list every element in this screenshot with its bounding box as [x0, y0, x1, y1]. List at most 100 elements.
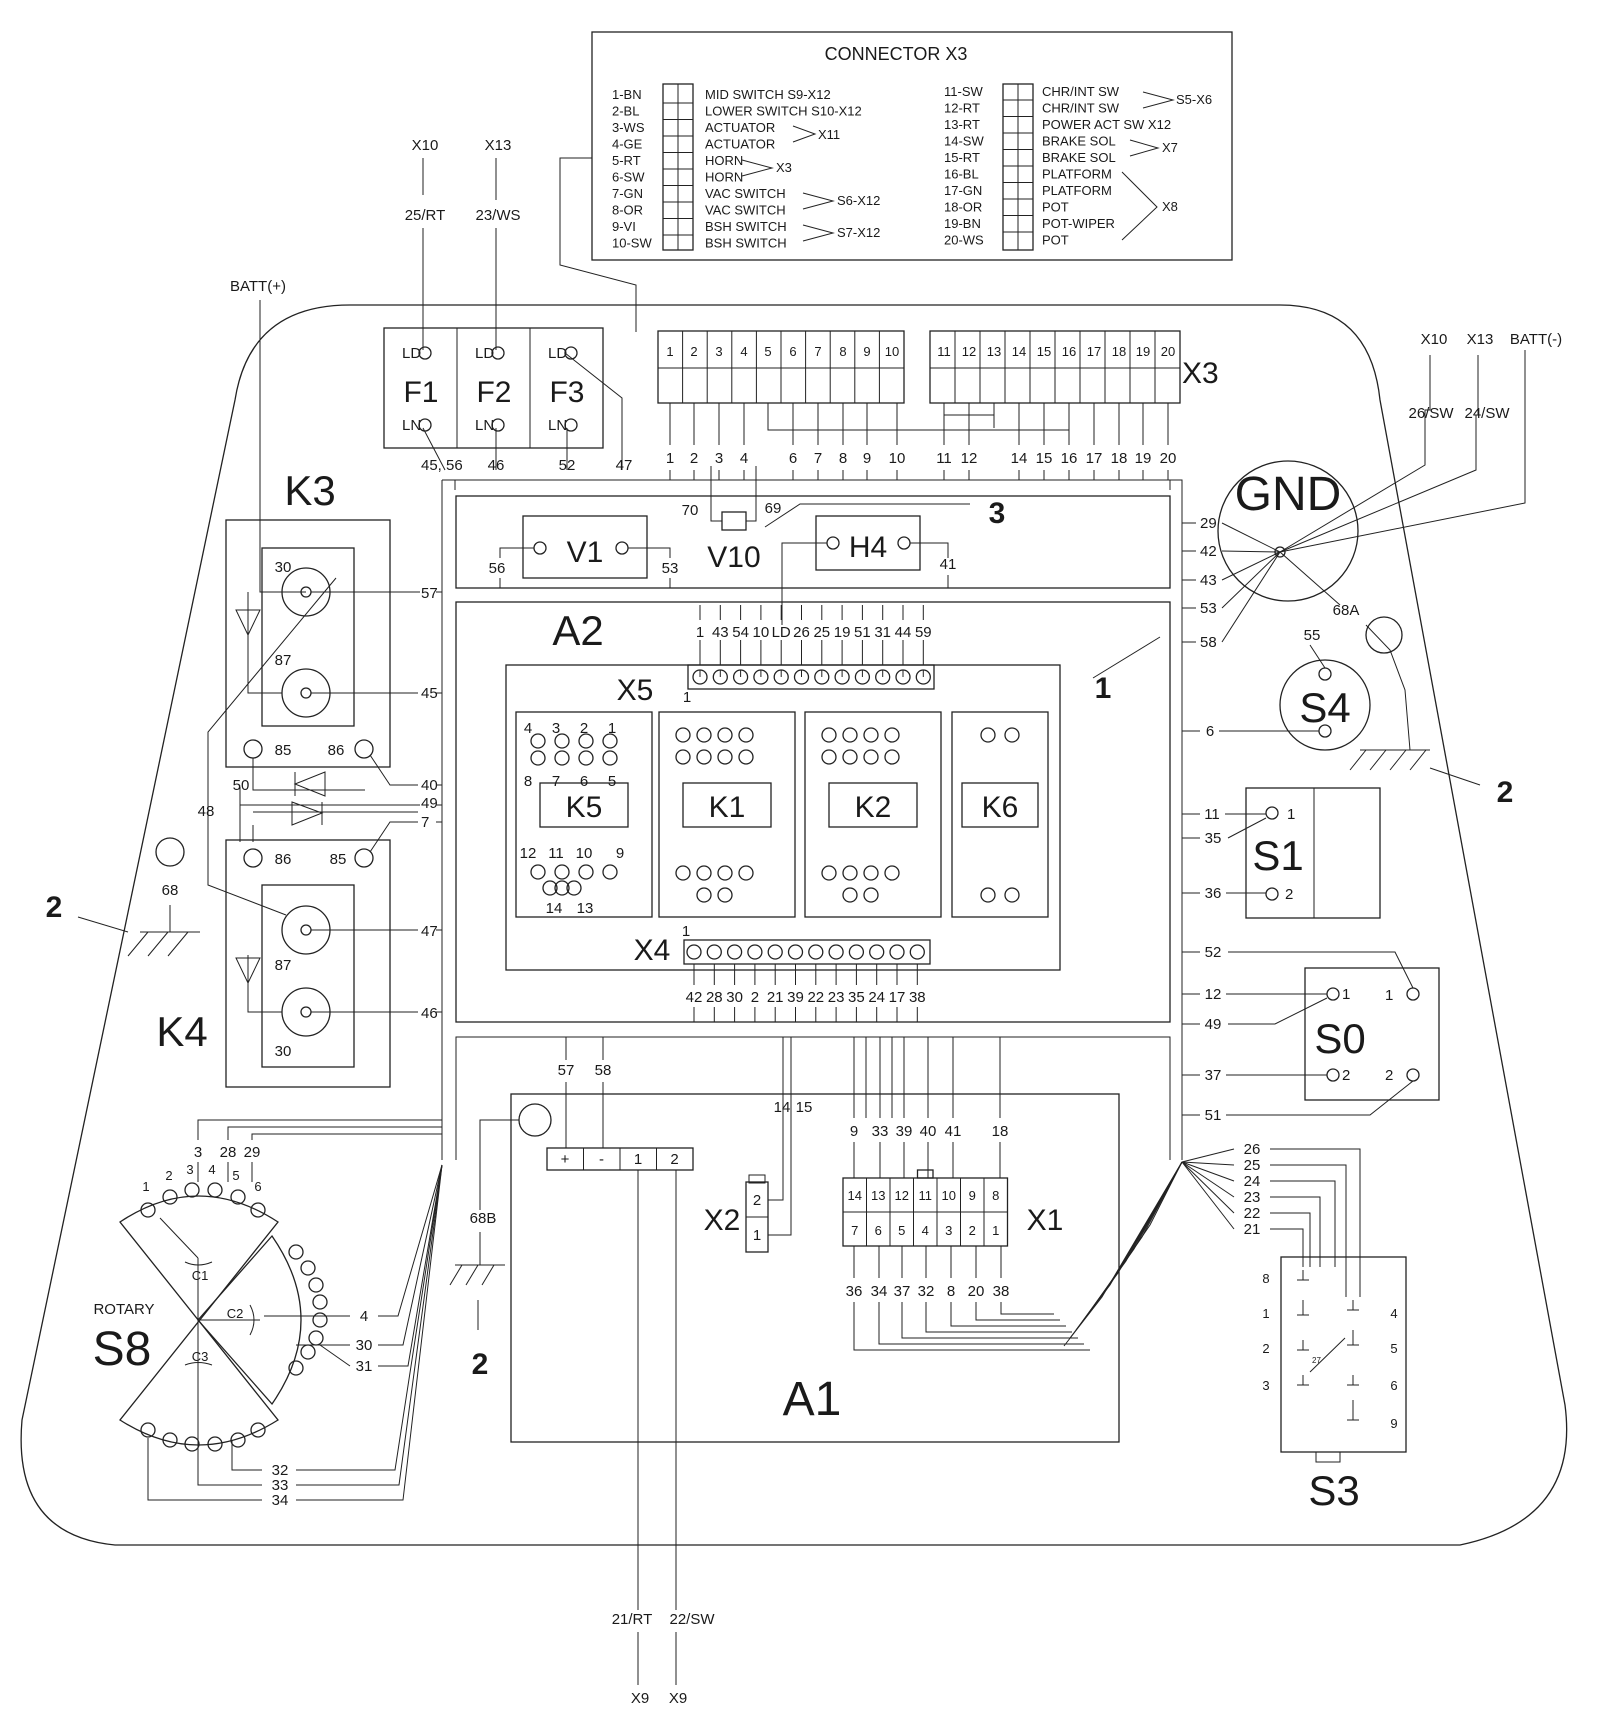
k4-pin-86: 86 [275, 851, 292, 868]
legend-right-label-12: CHR/INT SW [1042, 101, 1120, 116]
legend-left-label-3: ACTUATOR [705, 120, 775, 135]
s8-right-wire-31: 31 [356, 1358, 373, 1375]
x1-bot-wire-37 [901, 1302, 1078, 1339]
relay-k1-socket [658, 711, 796, 918]
a1-wire-15: 15 [796, 1099, 813, 1116]
legend-left-label-6: HORN [705, 170, 743, 185]
s8-contact [288, 1244, 304, 1260]
x3-pin-19: 19 [1136, 344, 1150, 359]
x1-bot-wire-32 [925, 1302, 1072, 1333]
x5-wire-44: 44 [895, 624, 912, 641]
legend-right-pin-12: 12-RT [944, 101, 980, 116]
group-x3: X3 [776, 160, 792, 175]
s1-pin-1: 1 [1287, 806, 1295, 823]
s3-wire-26: 26 [1244, 1141, 1261, 1158]
x3-pin-13: 13 [987, 344, 1001, 359]
x1-pin-b2: 2 [969, 1223, 976, 1238]
a1-out-21rt: 21/RT [612, 1611, 653, 1628]
s8-contact [162, 1432, 178, 1448]
fuse-f3-ln: LN [548, 417, 567, 434]
legend-left-pin-1: 1-BN [612, 87, 642, 102]
k5-pin-13: 13 [577, 900, 594, 917]
s8-right-fan-4 [378, 1164, 443, 1317]
legend-right-label-11: CHR/INT SW [1042, 84, 1120, 99]
x3-wire-label-19: 19 [1135, 450, 1152, 467]
x1-top-wire-33: 33 [872, 1123, 889, 1140]
x1-pin-14: 14 [848, 1188, 862, 1203]
x1-fan-wire [1087, 1161, 1183, 1315]
k5-pin-6: 6 [580, 773, 588, 790]
a1-wire-58: 58 [595, 1062, 612, 1079]
x4-wire-38: 38 [909, 989, 926, 1006]
s3-wire-21: 21 [1244, 1221, 1261, 1238]
relay-pin-hole [842, 865, 858, 881]
s8-bottom-wire-33: 33 [272, 1477, 289, 1494]
s3-fan-wire [1181, 1161, 1235, 1214]
s0-wire-49: 49 [1205, 1016, 1222, 1033]
x3-pin-3: 3 [715, 344, 722, 359]
x4-wire-21: 21 [767, 989, 784, 1006]
gnd-wire-58: 58 [1200, 634, 1217, 651]
x3-pin-15: 15 [1037, 344, 1051, 359]
a2-panel [455, 601, 1171, 1023]
x4-pin [686, 944, 702, 960]
x10-top-label: X10 [412, 137, 439, 154]
relay-k2-label: K2 [855, 791, 892, 824]
legend-right-label-14: BRAKE SOL [1042, 134, 1116, 149]
x1-bot-wire-36 [853, 1302, 1090, 1351]
gnd-68a: 68A [1333, 602, 1360, 619]
v1-label: V1 [567, 536, 604, 569]
k3-wire-40: 40 [421, 777, 438, 794]
callout-2-bottom: 2 [472, 1348, 489, 1381]
relay-k1-label: K1 [709, 791, 746, 824]
s8-bottom-fan-33 [296, 1164, 443, 1486]
x1-pin-b7: 7 [851, 1223, 858, 1238]
wire-26sw: 26/SW [1408, 405, 1454, 422]
legend-left-label-10: BSH SWITCH [705, 236, 787, 251]
s1-pin-2: 2 [1285, 886, 1293, 903]
s0-pin-1r: 1 [1385, 987, 1393, 1004]
s3-fan-wire [1181, 1161, 1235, 1166]
x3-wire-label-7: 7 [814, 450, 822, 467]
x3-wire-label-14: 14 [1011, 450, 1028, 467]
s3-wire [1270, 1148, 1361, 1297]
callout-1: 1 [1095, 672, 1112, 705]
s8-c1: C1 [192, 1268, 209, 1283]
a1-terminal-4: 2 [670, 1151, 678, 1168]
x13-top-label: X13 [485, 137, 512, 154]
k5-pin-4: 4 [524, 720, 532, 737]
x5-wire-54: 54 [732, 624, 749, 641]
legend-right-pin-16: 16-BL [944, 167, 979, 182]
v1-wire-53: 53 [662, 560, 679, 577]
relay-k4: 86 85 7 87 30 47 46 K4 [156, 814, 442, 1088]
k5-pin-hole [578, 864, 594, 880]
gnd-x10-label: X10 [1421, 331, 1448, 348]
s3-wire [1270, 1196, 1321, 1267]
relay-pin-hole [696, 887, 712, 903]
relay-pin-hole [884, 749, 900, 765]
x3-wire-label-1: 1 [666, 450, 674, 467]
x1-pin-8: 8 [992, 1188, 999, 1203]
x3-pin-5: 5 [764, 344, 771, 359]
k5-pin-hole [530, 864, 546, 880]
fuse-f1-ld: LD [402, 345, 421, 362]
a1-panel [510, 1093, 1120, 1443]
s0-wire-52: 52 [1205, 944, 1222, 961]
s8-wire-33 [197, 1380, 262, 1486]
v10-wire-70: 70 [682, 502, 699, 519]
s3-wire-22: 22 [1244, 1205, 1261, 1222]
group-s6-x12: S6-X12 [837, 193, 880, 208]
s8-wire-28 [227, 1126, 442, 1140]
x1-bot-wire-32: 32 [918, 1283, 935, 1300]
k6-pin-hole [1004, 887, 1020, 903]
legend-right-pin-18: 18-OR [944, 200, 982, 215]
s8-top-pin-2: 2 [165, 1168, 172, 1183]
a1-label: A1 [783, 1373, 842, 1426]
callout-3: 3 [989, 497, 1006, 530]
x5-wire-1: 1 [696, 624, 704, 641]
relay-k6-socket [951, 711, 1049, 918]
s3-fan-wire [1181, 1161, 1235, 1182]
x9-left: X9 [631, 1690, 649, 1707]
wire-25rt: 25/RT [405, 207, 446, 224]
x1-bot-wire-8 [950, 1302, 1066, 1327]
